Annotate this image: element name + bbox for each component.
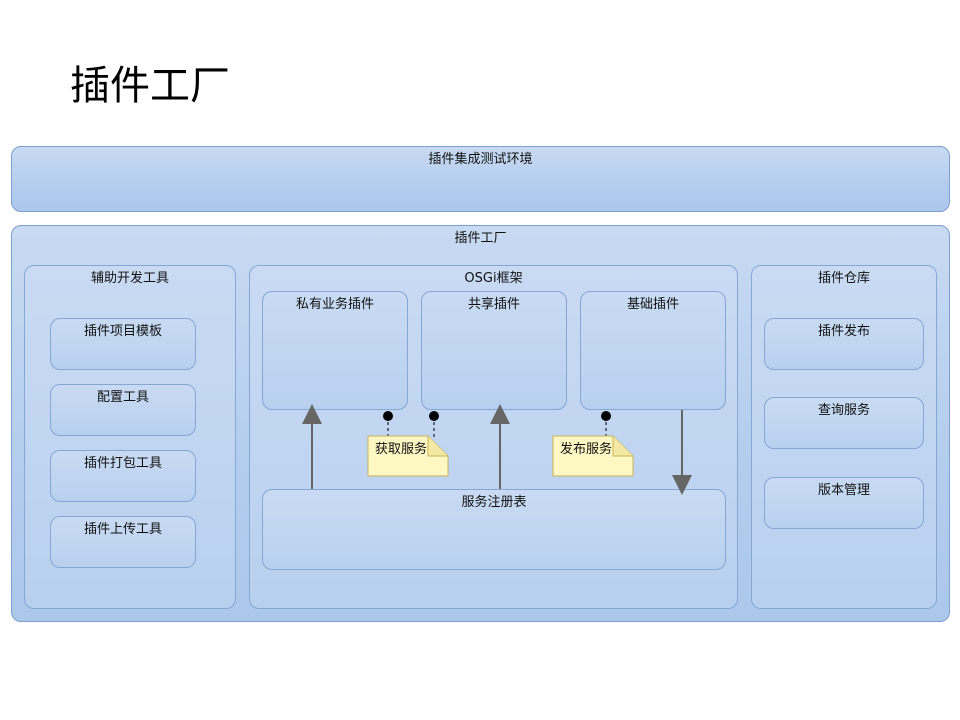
- connector-dot-icon: [383, 411, 393, 421]
- page-title: 插件工厂: [70, 63, 230, 109]
- dev-tool-item: 配置工具: [50, 384, 196, 436]
- dev-tool-item: 插件项目模板: [50, 318, 196, 370]
- publish-service-note: 发布服务: [560, 442, 613, 457]
- integration-test-env-label: 插件集成测试环境: [428, 152, 533, 167]
- connector-dot-icon: [429, 411, 439, 421]
- dev-tool-item: 插件打包工具: [50, 450, 196, 502]
- connector-dot-icon: [601, 411, 611, 421]
- repo-item: 插件发布: [764, 318, 924, 370]
- private-plugins-box: 私有业务插件: [262, 291, 408, 410]
- repo-item: 版本管理: [764, 477, 924, 529]
- get-service-note: 获取服务: [375, 442, 428, 457]
- integration-test-env: 插件集成测试环境: [11, 146, 950, 212]
- repo-item: 查询服务: [764, 397, 924, 449]
- base-plugins-box: 基础插件: [580, 291, 726, 410]
- plugin-repo-label: 插件仓库: [817, 271, 870, 286]
- service-registry-box: 服务注册表: [262, 489, 726, 570]
- dev-tool-item: 插件上传工具: [50, 516, 196, 568]
- plugin-factory-label: 插件工厂: [454, 231, 507, 246]
- shared-plugins-box: 共享插件: [421, 291, 567, 410]
- dev-tools-label: 辅助开发工具: [90, 271, 169, 286]
- osgi-framework-label: OSGi框架: [464, 271, 523, 286]
